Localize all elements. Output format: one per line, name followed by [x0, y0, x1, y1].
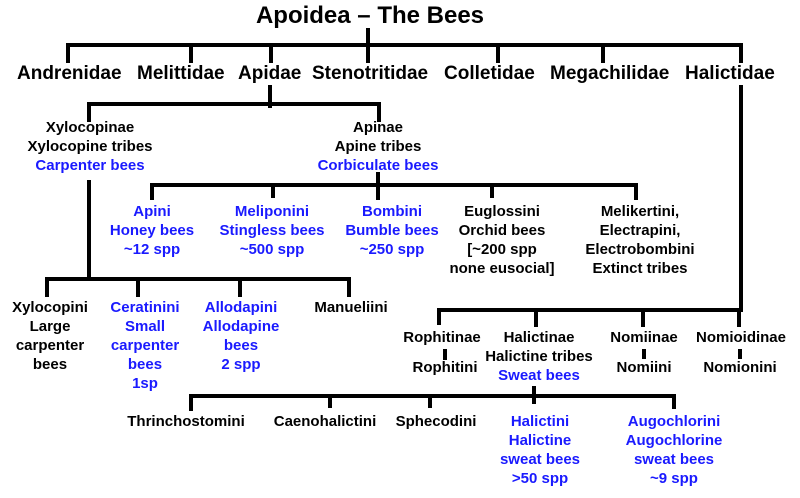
subfamily-xylocopinae: Xylocopinae Xylocopine tribes Carpenter … — [20, 118, 160, 175]
tribe-name: Euglossini — [464, 203, 540, 220]
tribe-common: Allodapine — [202, 318, 280, 335]
tribe-common: sweat bees — [499, 451, 581, 468]
tribe-note: Extinct tribes — [592, 260, 688, 277]
tribe-extinct-apine: Melikertini, Electrapini, Electrobombini… — [575, 202, 705, 278]
family-melittidae: Melittidae — [137, 63, 225, 84]
tribe-euglossini: Euglossini Orchid bees [~200 spp none eu… — [440, 202, 564, 278]
halictinae-common: Sweat bees — [498, 367, 580, 384]
tribe-manueliini: Manueliini — [309, 298, 393, 317]
tribe-common: carpenter — [15, 337, 85, 354]
xylocopinae-name: Xylocopinae — [45, 119, 135, 136]
tribe-common: Halictine — [508, 432, 572, 449]
tribe-species-count: >50 spp — [511, 470, 569, 487]
apinae-tribes: Apine tribes — [334, 138, 422, 155]
tribe-species-count: ~500 spp — [239, 241, 305, 258]
family-megachilidae: Megachilidae — [550, 63, 670, 84]
subfamily-nomioidinae: Nomioidinae — [695, 329, 786, 346]
tribe-common: bees — [32, 356, 68, 373]
tribe-name: Ceratinini — [110, 299, 180, 316]
tribe-name: Melikertini, — [600, 203, 680, 220]
tribe-nomionini: Nomionini — [703, 359, 777, 376]
xylocopinae-tribes: Xylocopine tribes — [27, 138, 153, 155]
tribe-rophitini: Rophitini — [412, 359, 478, 376]
tribe-common: Bumble bees — [345, 222, 439, 239]
tribe-common: sweat bees — [633, 451, 715, 468]
tribe-name: Xylocopini — [12, 299, 88, 316]
tribe-common: Large — [29, 318, 71, 335]
tribe-species-count: ~250 spp — [359, 241, 425, 258]
tribe-allodapini: Allodapini Allodapine bees 2 spp — [196, 298, 286, 374]
tribe-nomiini: Nomiini — [616, 359, 672, 376]
tribe-common: bees — [223, 337, 259, 354]
tribe-meliponini: Meliponini Stingless bees ~500 spp — [207, 202, 337, 259]
tribe-species-count: 1sp — [132, 375, 158, 392]
tribe-name: Meliponini — [234, 203, 310, 220]
diagram-title: Apoidea – The Bees — [255, 2, 485, 29]
family-andrenidae: Andrenidae — [17, 63, 122, 84]
tribe-augochlorini: Augochlorini Augochlorine sweat bees ~9 … — [614, 412, 734, 488]
tribe-xylocopini: Xylocopini Large carpenter bees — [2, 298, 98, 374]
subfamily-apinae: Apinae Apine tribes Corbiculate bees — [303, 118, 453, 175]
tribe-name: Manueliini — [314, 299, 388, 316]
apinae-common: Corbiculate bees — [317, 157, 439, 174]
xylocopinae-common: Carpenter bees — [35, 157, 145, 174]
family-stenotritidae: Stenotritidae — [312, 63, 429, 84]
tribe-halictini: Halictini Halictine sweat bees >50 spp — [490, 412, 590, 488]
tribe-bombini: Bombini Bumble bees ~250 spp — [337, 202, 447, 259]
tribe-name: Electrobombini — [585, 241, 695, 258]
subfamily-nomiinae: Nomiinae — [610, 329, 678, 346]
tribe-common: Orchid bees — [458, 222, 546, 239]
tribe-common: bees — [127, 356, 163, 373]
tribe-species-count: ~9 spp — [650, 470, 698, 487]
family-colletidae: Colletidae — [444, 63, 535, 84]
tribe-caenohalictini: Caenohalictini — [273, 413, 377, 430]
family-apidae: Apidae — [238, 63, 302, 84]
tribe-common: carpenter — [110, 337, 180, 354]
tribe-name: Allodapini — [204, 299, 278, 316]
apinae-name: Apinae — [352, 119, 403, 136]
tribe-name: Bombini — [362, 203, 422, 220]
tribe-apini: Apini Honey bees ~12 spp — [97, 202, 207, 259]
subfamily-halictinae: Halictinae Halictine tribes Sweat bees — [474, 328, 604, 385]
tribe-common: Augochlorine — [625, 432, 723, 449]
family-halictidae: Halictidae — [685, 63, 775, 84]
tribe-name: Electrapini, — [599, 222, 681, 239]
tribe-name: Augochlorini — [627, 413, 721, 430]
tribe-common: Small — [124, 318, 166, 335]
tribe-thrinchostomini: Thrinchostomini — [127, 413, 245, 430]
tribe-note: none eusocial] — [449, 260, 555, 277]
tribe-species-count: 2 spp — [221, 356, 261, 373]
tribe-species-count: [~200 spp — [467, 241, 537, 258]
halictinae-tribes: Halictine tribes — [485, 348, 593, 365]
tribe-common: Stingless bees — [219, 222, 325, 239]
tribe-common: Honey bees — [109, 222, 195, 239]
halictinae-name: Halictinae — [503, 329, 575, 346]
tribe-species-count: ~12 spp — [123, 241, 181, 258]
tribe-ceratinini: Ceratinini Small carpenter bees 1sp — [102, 298, 188, 393]
tribe-sphecodini: Sphecodini — [395, 413, 477, 430]
tribe-name: Apini — [133, 203, 171, 220]
tribe-name: Halictini — [510, 413, 570, 430]
subfamily-rophitinae: Rophitinae — [403, 329, 481, 346]
